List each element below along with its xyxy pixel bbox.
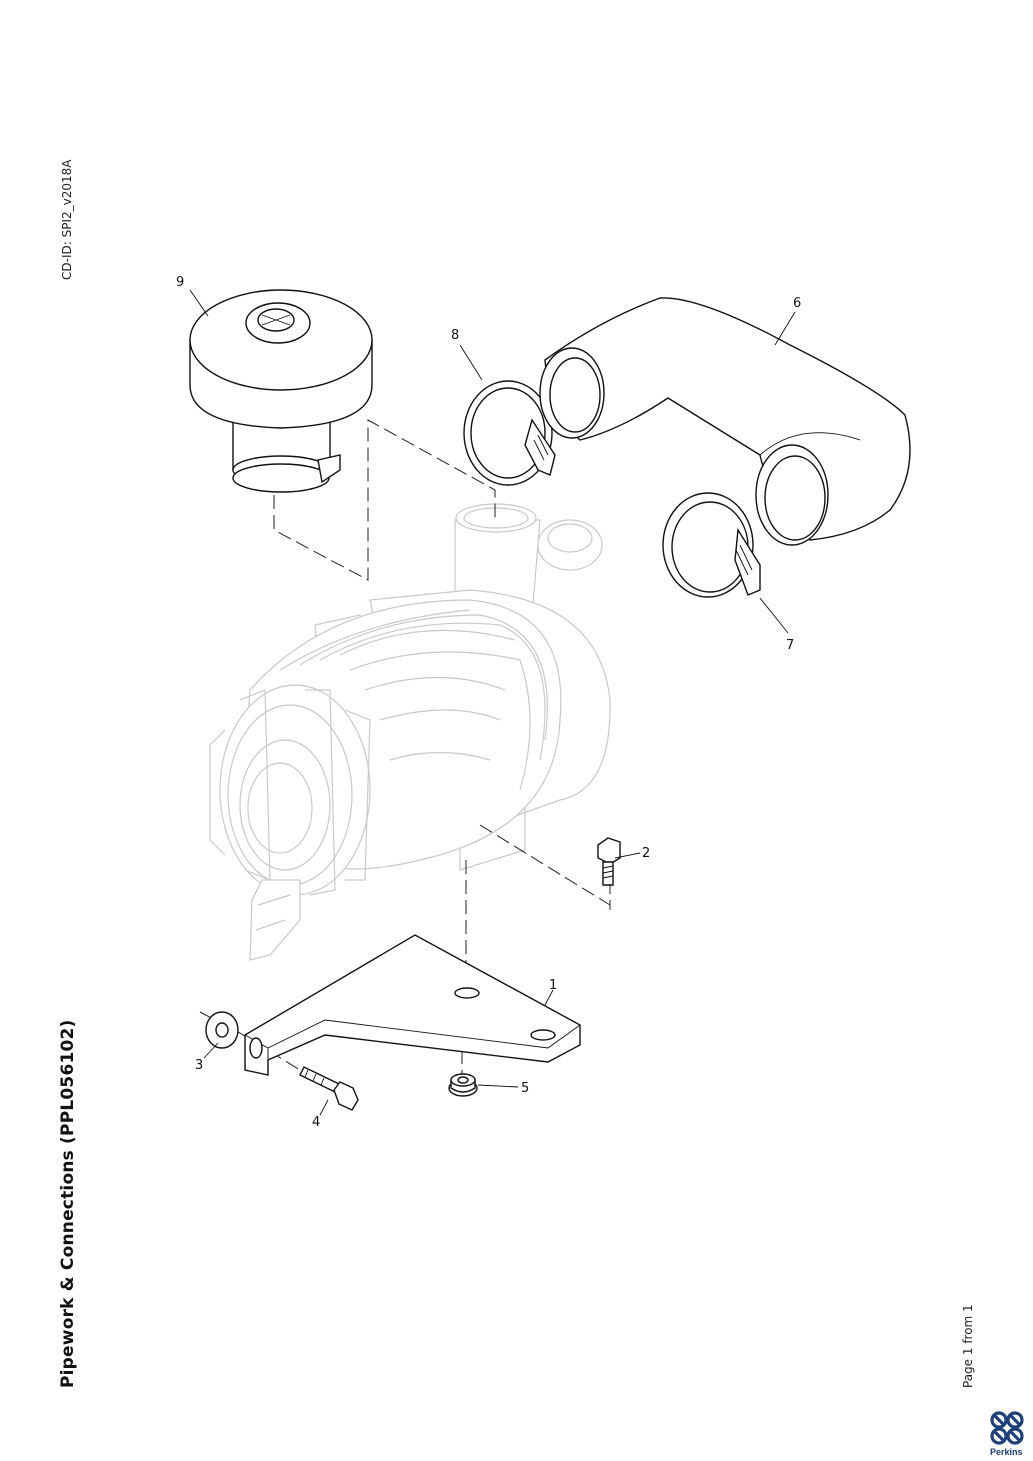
hose-clamp-upper — [463, 380, 556, 486]
callout-3: 3 — [195, 1058, 203, 1073]
flange-bolt-2 — [597, 837, 621, 886]
callout-7: 7 — [786, 638, 794, 653]
washer-3 — [205, 1011, 239, 1049]
callout-4: 4 — [312, 1115, 320, 1130]
mounting-bracket — [244, 934, 581, 1076]
perkins-logo: Perkins — [990, 1411, 1024, 1457]
callout-5: 5 — [521, 1081, 529, 1096]
callout-2: 2 — [642, 846, 650, 861]
callout-leaders — [189, 289, 796, 1116]
elbow-hose — [539, 297, 911, 546]
callout-6: 6 — [793, 296, 801, 311]
callout-1: 1 — [549, 978, 557, 993]
callout-9: 9 — [176, 275, 184, 290]
logo-wordmark: Perkins — [990, 1447, 1023, 1457]
flange-nut-5 — [448, 1073, 478, 1097]
callout-labels: 1 2 3 4 5 6 7 8 9 — [176, 275, 801, 1130]
hose-clamp-lower — [662, 492, 761, 598]
air-cleaner-body — [209, 503, 611, 961]
callout-8: 8 — [451, 328, 459, 343]
flange-bolt-4 — [299, 1066, 359, 1111]
precleaner-cap — [189, 289, 373, 493]
